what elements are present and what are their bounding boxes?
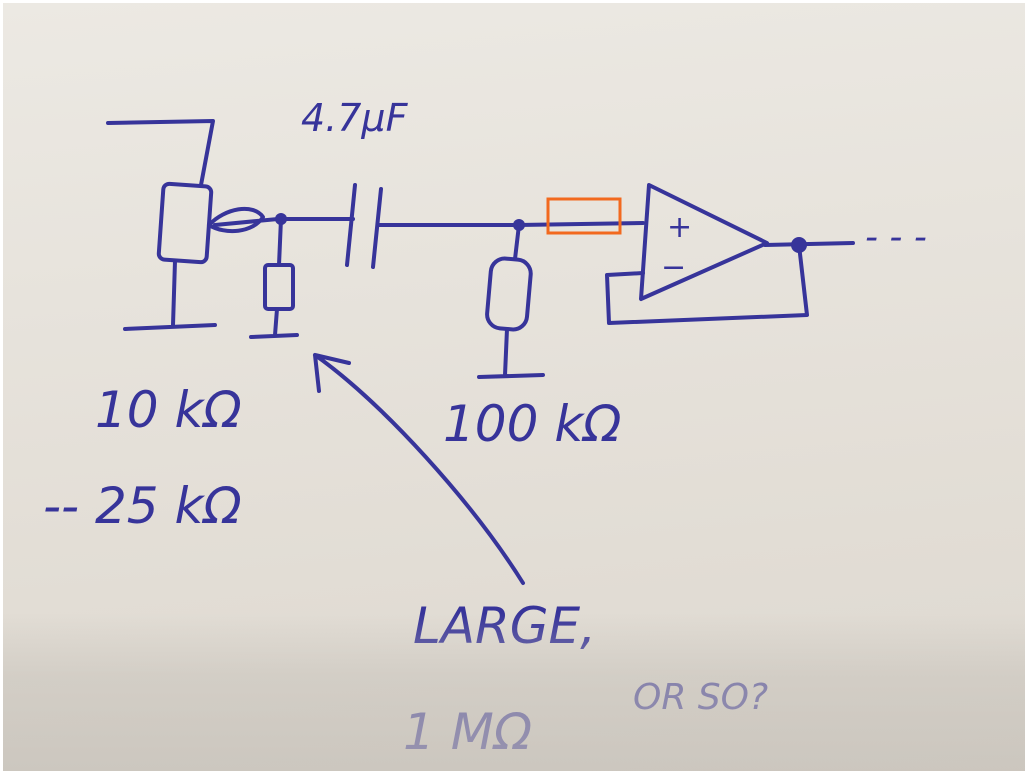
pot-wiper — [207, 206, 280, 234]
pot-load-label: 10 kΩ — [95, 381, 242, 439]
question-line-2-value: 1 MΩ — [403, 703, 532, 761]
bias-resistor-label: 100 kΩ — [443, 395, 622, 453]
question-line-2-suffix: OR SO? — [633, 677, 768, 718]
paper-sheet: + − - - - 4.7μF 10 kΩ -- 25 kΩ 100 kΩ LA… — [3, 3, 1025, 771]
capacitor-plate-right — [371, 187, 383, 269]
pot-load-resistor — [249, 213, 299, 339]
load-resistor-body — [263, 263, 295, 311]
opamp-plus-sign: + — [667, 210, 692, 245]
load-resistor-lead-top — [277, 217, 283, 267]
pot-bottom-lead — [123, 259, 217, 331]
wire-to-opamp — [517, 221, 645, 227]
opamp-minus-sign: − — [661, 250, 686, 285]
pot-body — [156, 181, 214, 265]
potentiometer — [106, 119, 280, 331]
output-continuation: - - - — [865, 217, 927, 258]
opamp-triangle — [639, 183, 769, 301]
question-line-1: LARGE, — [413, 597, 596, 655]
opamp-output-wire — [763, 241, 855, 247]
op-amp: + − — [605, 183, 855, 325]
bias-resistor-body — [485, 256, 533, 332]
bias-resistor-lead-top — [513, 223, 521, 261]
bias-resistor — [477, 219, 545, 379]
pot-top-lead — [106, 119, 215, 187]
coupling-capacitor — [281, 183, 520, 269]
pot-load-alt-label: -- 25 kΩ — [43, 477, 242, 535]
bias-resistor-ground — [477, 327, 545, 379]
load-resistor-ground — [249, 307, 299, 339]
capacitor-plate-left — [345, 183, 357, 267]
opamp-feedback-loop — [605, 243, 809, 325]
highlight-box — [546, 197, 622, 235]
annotation-arrow — [313, 353, 525, 585]
circuit-schematic: + − - - - 4.7μF 10 kΩ -- 25 kΩ 100 kΩ LA… — [43, 96, 927, 761]
capacitor-label: 4.7μF — [301, 96, 409, 140]
